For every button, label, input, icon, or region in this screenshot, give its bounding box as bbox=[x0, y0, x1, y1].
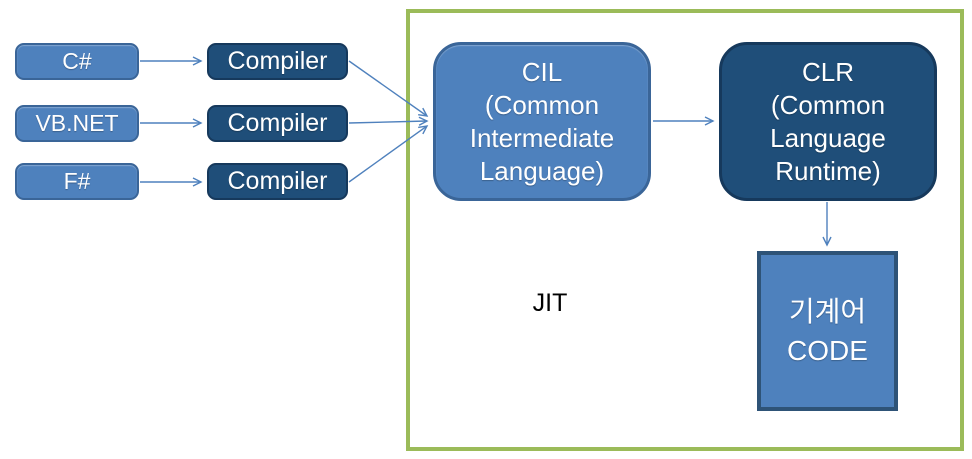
node-cil-label-line: CIL bbox=[521, 56, 563, 87]
node-machine-code-label-line: CODE bbox=[787, 335, 868, 366]
node-compiler-csharp: Compiler bbox=[207, 43, 348, 80]
jit-runtime-boundary-frame bbox=[406, 9, 964, 451]
node-cil: CIL (Common Intermediate Language) bbox=[433, 42, 651, 201]
arrow-compiler3-to-cil bbox=[348, 125, 429, 183]
node-machine-code: 기계어 CODE bbox=[757, 251, 898, 411]
node-csharp: C# bbox=[15, 43, 139, 80]
node-vbnet: VB.NET bbox=[15, 105, 139, 142]
node-clr-label-line: Runtime) bbox=[775, 155, 881, 186]
node-fsharp: F# bbox=[15, 163, 139, 200]
node-clr-label-line: (Common bbox=[770, 89, 886, 120]
node-clr-label-line: CLR bbox=[801, 56, 854, 87]
arrow-compiler1-to-cil bbox=[348, 60, 429, 117]
arrow-compiler2-to-cil bbox=[348, 116, 429, 126]
node-machine-code-label-line: 기계어 bbox=[788, 296, 867, 327]
node-clr: CLR (Common Language Runtime) bbox=[719, 42, 937, 201]
jit-label: JIT bbox=[532, 289, 568, 317]
node-compiler-vbnet: Compiler bbox=[207, 105, 348, 142]
node-cil-label-line: Intermediate bbox=[469, 122, 615, 153]
node-cil-label-line: Language) bbox=[479, 155, 605, 186]
node-clr-label-line: Language bbox=[770, 122, 886, 153]
node-compiler-fsharp: Compiler bbox=[207, 163, 348, 200]
node-cil-label-line: (Common bbox=[484, 89, 600, 120]
